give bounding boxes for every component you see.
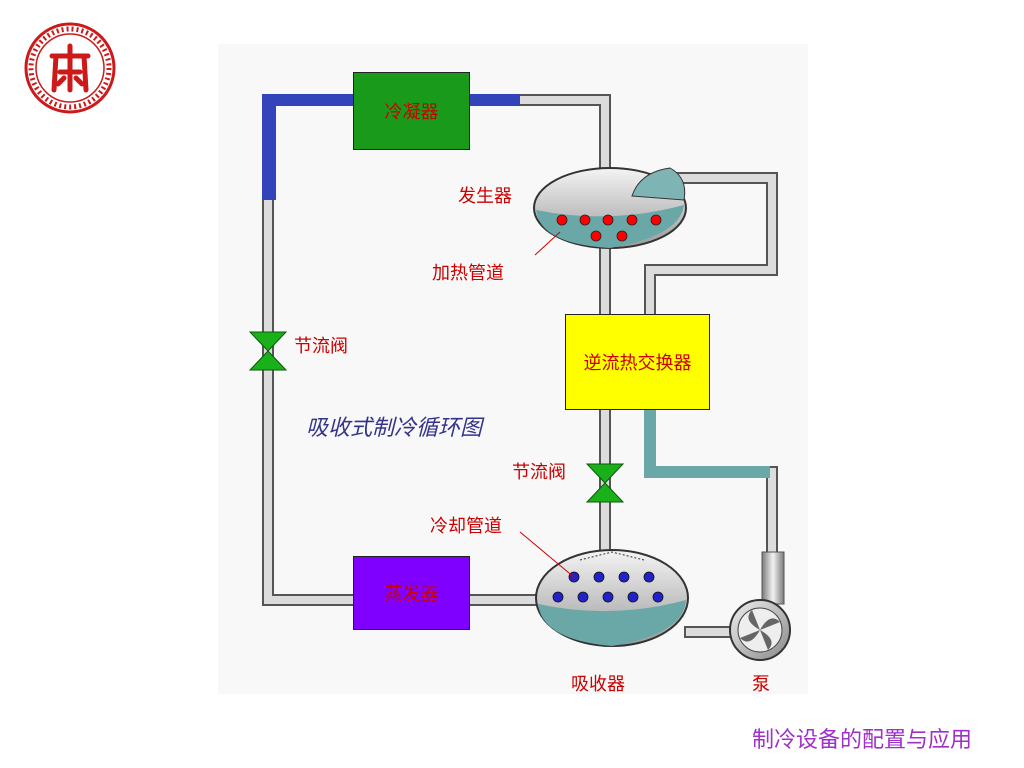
pump-label: 泵 [752,674,770,695]
cooling-pipe-label: 冷却管道 [430,516,502,537]
heat-exchanger-box: 逆流热交换器 [565,314,710,410]
generator-vessel [533,167,687,249]
absorber-label: 吸收器 [571,674,625,695]
university-logo-icon [24,22,116,114]
throttle-valve-right [585,463,625,503]
heating-pipe-leader [534,231,561,256]
throttle-valve-left [248,331,288,371]
cooling-pipe-leader [519,531,576,579]
throttle-left-label: 节流阀 [294,336,348,357]
cooling-coil [552,571,664,603]
condenser-box: 冷凝器 [353,72,470,150]
heat-exchanger-label: 逆流热交换器 [583,353,692,374]
absorber-vessel [535,549,689,647]
evaporator-box: 蒸发器 [353,556,470,630]
solution-flow [644,410,770,478]
throttle-right-label: 节流阀 [512,462,566,483]
generator-label: 发生器 [458,186,512,207]
condenser-label: 冷凝器 [384,102,439,123]
refrigerant-flow [262,94,520,200]
pump-icon [729,551,791,661]
heating-coil [556,214,662,242]
evaporator-label: 蒸发器 [384,584,439,605]
footer-title: 制冷设备的配置与应用 [751,728,972,753]
diagram-caption: 吸收式制冷循环图 [306,416,483,441]
heating-pipe-label: 加热管道 [432,263,504,284]
